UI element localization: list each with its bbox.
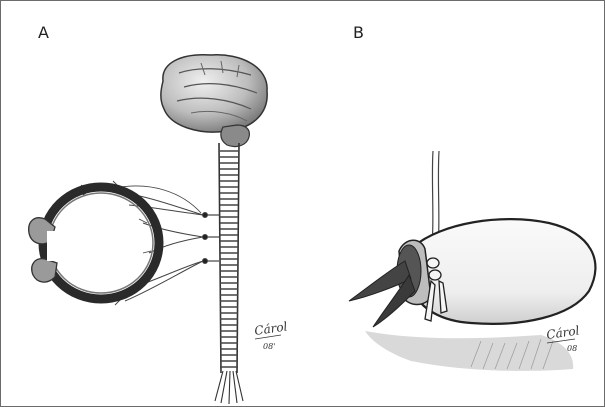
brain-drawing [161, 55, 267, 147]
panel-b-signature-date: 08 [567, 344, 577, 353]
panel-b-signature-name: Cárol [545, 323, 580, 341]
panel-a-signature: Cárol 08' [253, 319, 288, 351]
nerve-roots [81, 181, 219, 305]
panel-a-signature-name: Cárol [253, 319, 288, 337]
spinal-cord-drawing [215, 143, 243, 404]
pouch-ring-drawing [29, 187, 159, 299]
panel-a-signature-date: 08' [263, 342, 275, 351]
panel-b-illustration: Cárol 08 [349, 151, 595, 371]
panel-a-illustration: Cárol 08' [29, 55, 289, 404]
